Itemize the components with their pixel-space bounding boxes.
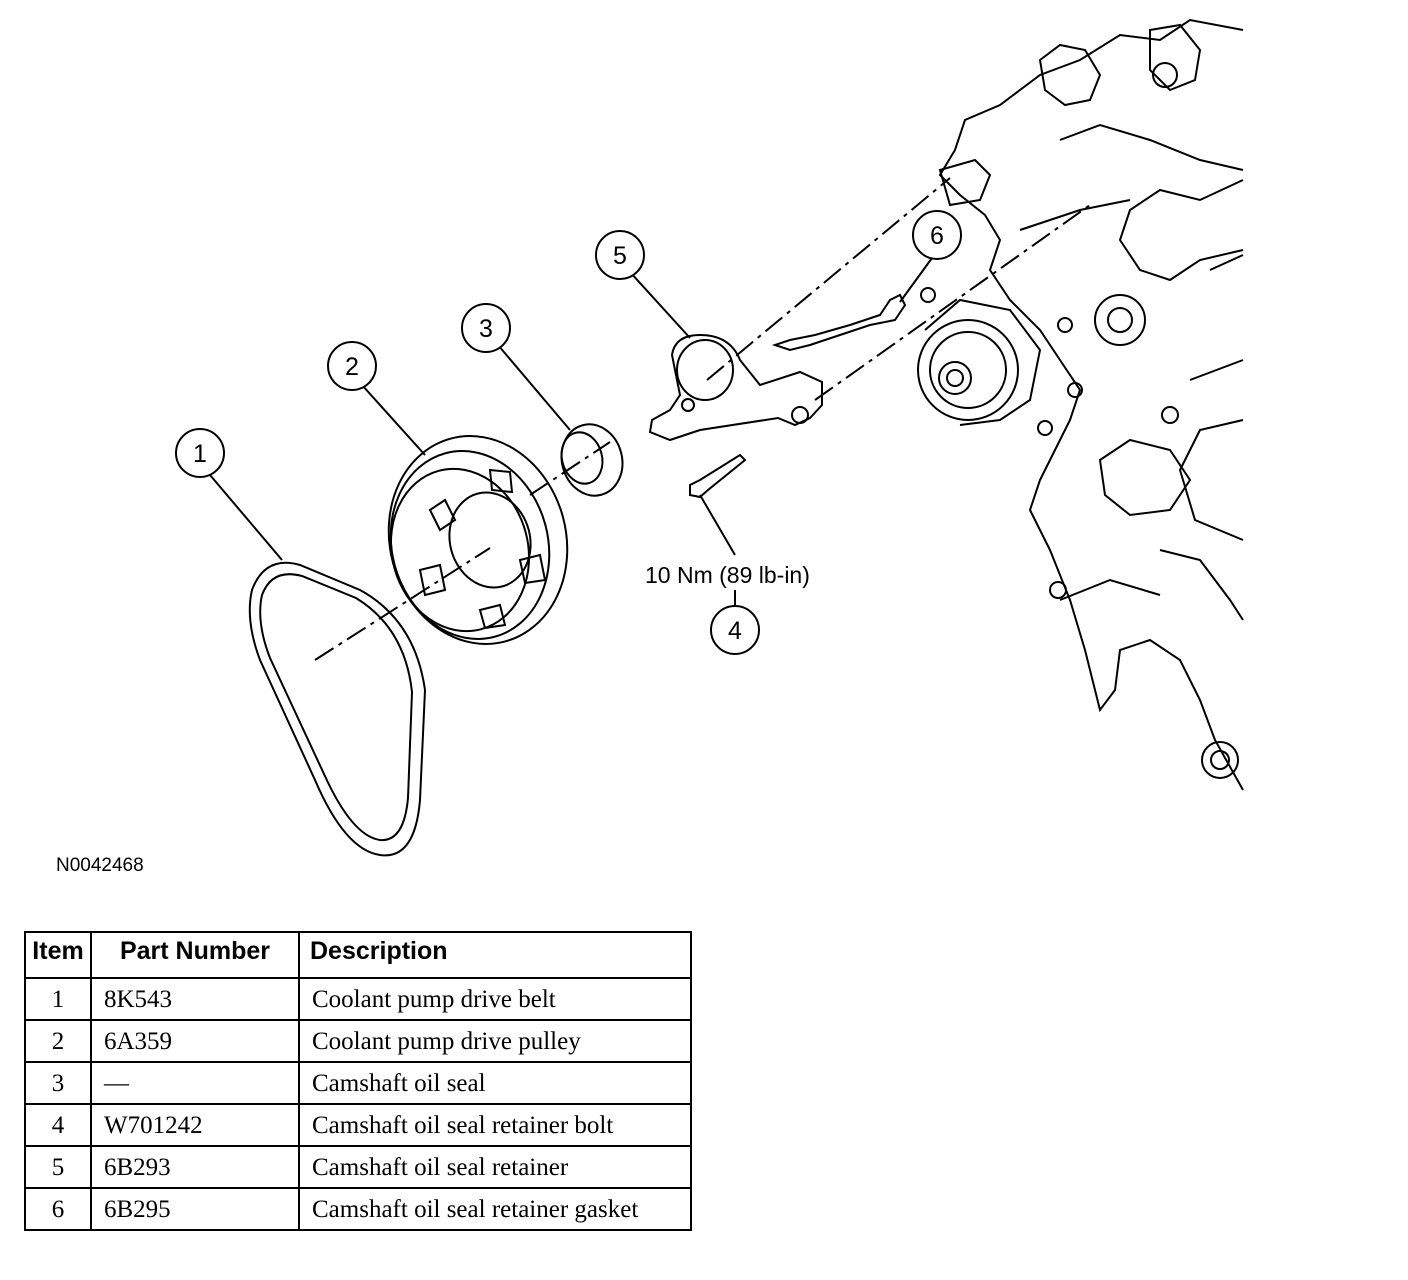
svg-text:5: 5	[613, 242, 627, 270]
table-row: 6 6B295 Camshaft oil seal retainer gaske…	[24, 1187, 692, 1231]
callout-5: 5	[595, 230, 645, 280]
svg-text:3: 3	[479, 315, 493, 343]
cell-part-number: 6B295	[90, 1187, 300, 1231]
cell-item: 2	[24, 1019, 92, 1063]
torque-spec-label: 10 Nm (89 lb-in)	[645, 562, 810, 588]
svg-text:1: 1	[193, 440, 207, 468]
cell-description: Camshaft oil seal	[298, 1061, 692, 1105]
cell-description: Camshaft oil seal retainer gasket	[298, 1187, 692, 1231]
cell-part-number: W701242	[90, 1103, 300, 1147]
callout-2: 2	[327, 341, 377, 391]
camshaft-oil-seal-retainer-illustration	[648, 333, 823, 442]
cell-description: Coolant pump drive belt	[298, 977, 692, 1021]
svg-text:4: 4	[728, 617, 742, 645]
callout-6: 6	[912, 210, 962, 260]
cell-item: 6	[24, 1187, 92, 1231]
cell-description: Coolant pump drive pulley	[298, 1019, 692, 1063]
cell-item: 1	[24, 977, 92, 1021]
svg-text:2: 2	[345, 353, 359, 381]
column-header-part-number: Part Number	[90, 931, 300, 979]
table-row: 1 8K543 Coolant pump drive belt	[24, 977, 692, 1021]
svg-text:6: 6	[930, 222, 944, 250]
column-header-description: Description	[298, 931, 692, 979]
callout-3: 3	[461, 303, 511, 353]
table-header-row: Item Part Number Description	[24, 931, 692, 979]
table-row: 2 6A359 Coolant pump drive pulley	[24, 1019, 692, 1063]
table-row: 5 6B293 Camshaft oil seal retainer	[24, 1145, 692, 1189]
engine-block-illustration	[706, 18, 1244, 791]
cell-part-number: —	[90, 1061, 300, 1105]
table-row: 3 — Camshaft oil seal	[24, 1061, 692, 1105]
figure-id-label: N0042468	[56, 855, 144, 876]
cell-part-number: 6B293	[90, 1145, 300, 1189]
column-header-item: Item	[24, 931, 92, 979]
coolant-pump-drive-belt-illustration	[248, 547, 491, 857]
parts-table: Item Part Number Description 1 8K543 Coo…	[24, 931, 692, 1231]
cell-description: Camshaft oil seal retainer	[298, 1145, 692, 1189]
callout-4: 4	[710, 605, 760, 655]
callout-1: 1	[175, 428, 225, 478]
cell-part-number: 6A359	[90, 1019, 300, 1063]
retainer-bolt-illustration	[689, 453, 747, 605]
exploded-view-diagram: 1 2 3 4 5 6 10 Nm (89 lb-in) N0042468	[56, 18, 1244, 876]
table-row: 4 W701242 Camshaft oil seal retainer bol…	[24, 1103, 692, 1147]
cell-part-number: 8K543	[90, 977, 300, 1021]
camshaft-oil-seal-illustration	[529, 423, 624, 497]
coolant-pump-drive-pulley-illustration	[387, 435, 569, 645]
cell-item: 3	[24, 1061, 92, 1105]
cell-item: 4	[24, 1103, 92, 1147]
cell-description: Camshaft oil seal retainer bolt	[298, 1103, 692, 1147]
cell-item: 5	[24, 1145, 92, 1189]
